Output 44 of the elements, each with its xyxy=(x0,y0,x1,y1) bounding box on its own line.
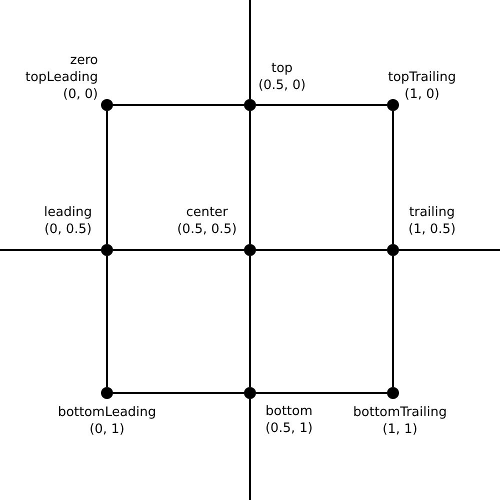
point-label: topTrailing xyxy=(388,68,456,86)
connector-line xyxy=(113,104,244,106)
connector-line xyxy=(249,0,251,99)
connector-line xyxy=(249,256,251,387)
anchor-dot xyxy=(101,99,113,111)
point-label: (0, 1) xyxy=(90,420,124,438)
connector-line xyxy=(249,399,251,500)
anchor-dot xyxy=(244,387,256,399)
point-label: (1, 0.5) xyxy=(408,220,456,238)
connector-line xyxy=(256,104,387,106)
connector-line xyxy=(256,249,387,251)
anchor-dot xyxy=(244,244,256,256)
point-label: (0.5, 0) xyxy=(258,76,306,94)
point-label: bottom xyxy=(265,402,313,420)
anchor-dot xyxy=(387,99,399,111)
point-label: trailing xyxy=(409,204,455,220)
point-label: bottomTrailing xyxy=(353,404,447,420)
connector-line xyxy=(399,249,500,251)
point-label: leading xyxy=(44,204,92,220)
connector-line xyxy=(106,111,108,244)
anchor-dot xyxy=(101,244,113,256)
anchor-dot xyxy=(101,387,113,399)
point-label: center xyxy=(186,204,228,220)
point-label: (0.5, 0.5) xyxy=(177,220,237,238)
connector-line xyxy=(0,249,101,251)
point-label: topLeading xyxy=(25,68,98,86)
anchor-dot xyxy=(244,99,256,111)
point-label: top xyxy=(271,60,293,76)
connector-line xyxy=(256,392,387,394)
connector-line xyxy=(113,392,244,394)
anchor-dot xyxy=(387,387,399,399)
point-label: (0, 0.5) xyxy=(44,220,92,238)
connector-line xyxy=(106,256,108,387)
point-label: (0.5, 1) xyxy=(265,420,313,436)
point-label: (1, 0) xyxy=(404,86,440,102)
point-label: (1, 1) xyxy=(382,420,418,438)
connector-line xyxy=(392,111,394,244)
point-label: bottomLeading xyxy=(58,404,156,420)
connector-line xyxy=(392,256,394,387)
connector-line xyxy=(113,249,244,251)
connector-line xyxy=(249,111,251,244)
point-label: (0, 0) xyxy=(63,86,98,102)
point-label: zero xyxy=(70,52,98,68)
anchor-dot xyxy=(387,244,399,256)
